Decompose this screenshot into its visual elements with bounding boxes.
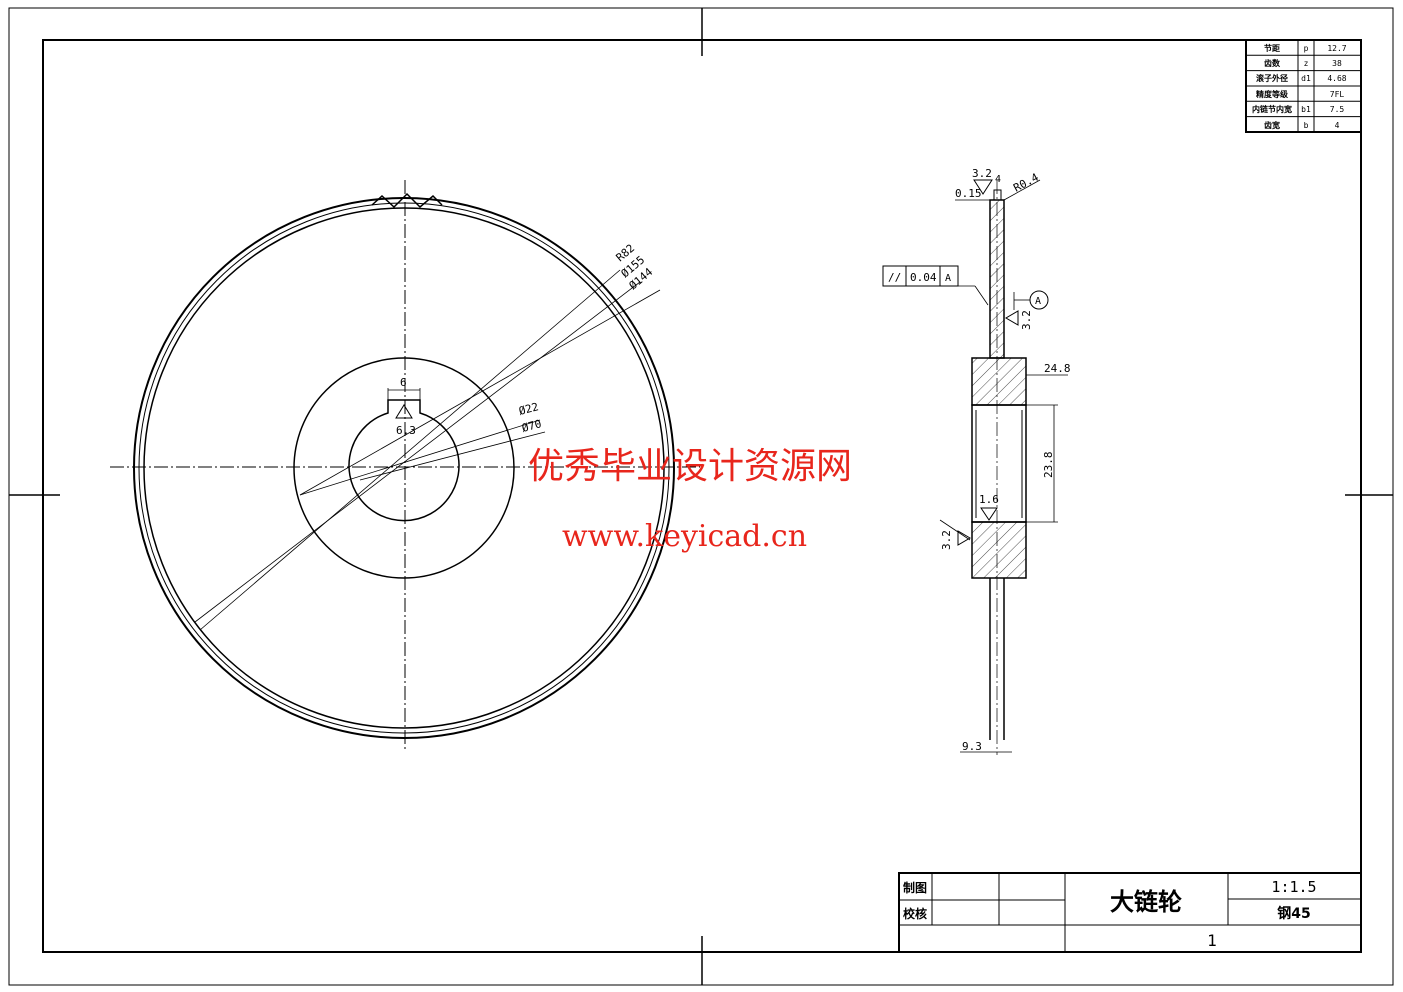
- param-name: 节距: [1264, 43, 1280, 53]
- part-name: 大链轮: [1110, 888, 1182, 916]
- param-symbol: d1: [1301, 74, 1311, 83]
- dimension-leaders: [194, 269, 661, 631]
- tolerance-frame: [882, 265, 959, 287]
- center-lines: [110, 180, 700, 750]
- chamfer-dim: 0.15: [955, 187, 982, 200]
- param-symbol: p: [1304, 44, 1309, 53]
- param-symbol: b1: [1301, 105, 1311, 114]
- param-symbol: b: [1304, 121, 1309, 130]
- roughness-hub: 3.2: [940, 530, 953, 550]
- param-name: 内链节内宽: [1252, 104, 1292, 114]
- tolerance-value: 0.04: [910, 271, 937, 284]
- centering-marks: [9, 8, 1393, 985]
- param-value: 4: [1335, 121, 1340, 130]
- web-width-dim: 9.3: [962, 740, 982, 753]
- tooth-profile: [371, 192, 443, 209]
- param-name: 齿数: [1264, 58, 1281, 68]
- bore-length-dim: 23.8: [1042, 452, 1055, 479]
- pitch-circle: [138, 202, 670, 734]
- param-symbol: z: [1304, 59, 1309, 68]
- dim-key-width: 6: [400, 376, 407, 389]
- roughness-top: 3.2: [972, 167, 992, 180]
- param-name: 齿宽: [1264, 120, 1280, 130]
- tolerance-datum: A: [945, 273, 951, 284]
- dim-d70: Ø70: [520, 417, 543, 435]
- datum-label: A: [1035, 296, 1041, 307]
- material: 钢45: [1277, 905, 1310, 922]
- bore-with-keyway: [348, 399, 460, 522]
- checked-label: 校核: [903, 906, 927, 921]
- roughness-value: 6.3: [396, 424, 416, 437]
- root-circle: [143, 207, 665, 729]
- param-value: 7.5: [1330, 105, 1345, 114]
- param-name: 滚子外径: [1256, 73, 1288, 83]
- watermark-url: www.keyicad.cn: [562, 519, 807, 554]
- param-value: 38: [1332, 59, 1342, 68]
- side-view: 3.2 0.15 4 R0.4 // 0.04 A A 3.2 24.8 23.…: [882, 167, 1071, 755]
- roughness-symbol: [395, 404, 413, 419]
- drawn-label: 制图: [903, 880, 927, 895]
- quantity: 1: [1207, 931, 1217, 950]
- dim-d22: Ø22: [517, 400, 540, 418]
- datum-circle: [1029, 290, 1049, 310]
- roughness-bore: 1.6: [979, 493, 999, 506]
- hub-width-dim: 24.8: [1044, 362, 1071, 375]
- scale: 1:1.5: [1271, 878, 1316, 896]
- title-block: 制图 校核 大链轮 1:1.5 钢45 1: [898, 872, 1362, 953]
- param-value: 7FL: [1330, 90, 1345, 99]
- radius-dim: R0.4: [1011, 171, 1041, 195]
- inner-frame: [42, 39, 1362, 953]
- param-value: 12.7: [1327, 44, 1346, 53]
- param-value: 4.68: [1327, 74, 1346, 83]
- roughness-face: 3.2: [1020, 310, 1033, 330]
- watermark: 优秀毕业设计资源网 www.keyicad.cn: [528, 446, 852, 554]
- parameter-table: 节距 p 12.7 齿数 z 38 滚子外径 d1 4.68 精度等级 7FL …: [1245, 39, 1362, 133]
- watermark-title: 优秀毕业设计资源网: [528, 446, 852, 487]
- param-name: 精度等级: [1256, 89, 1289, 99]
- hub-circle: [293, 357, 515, 579]
- tooth-width-dim: 4: [995, 174, 1001, 185]
- outer-frame: [8, 7, 1394, 986]
- tolerance-symbol: //: [888, 271, 901, 284]
